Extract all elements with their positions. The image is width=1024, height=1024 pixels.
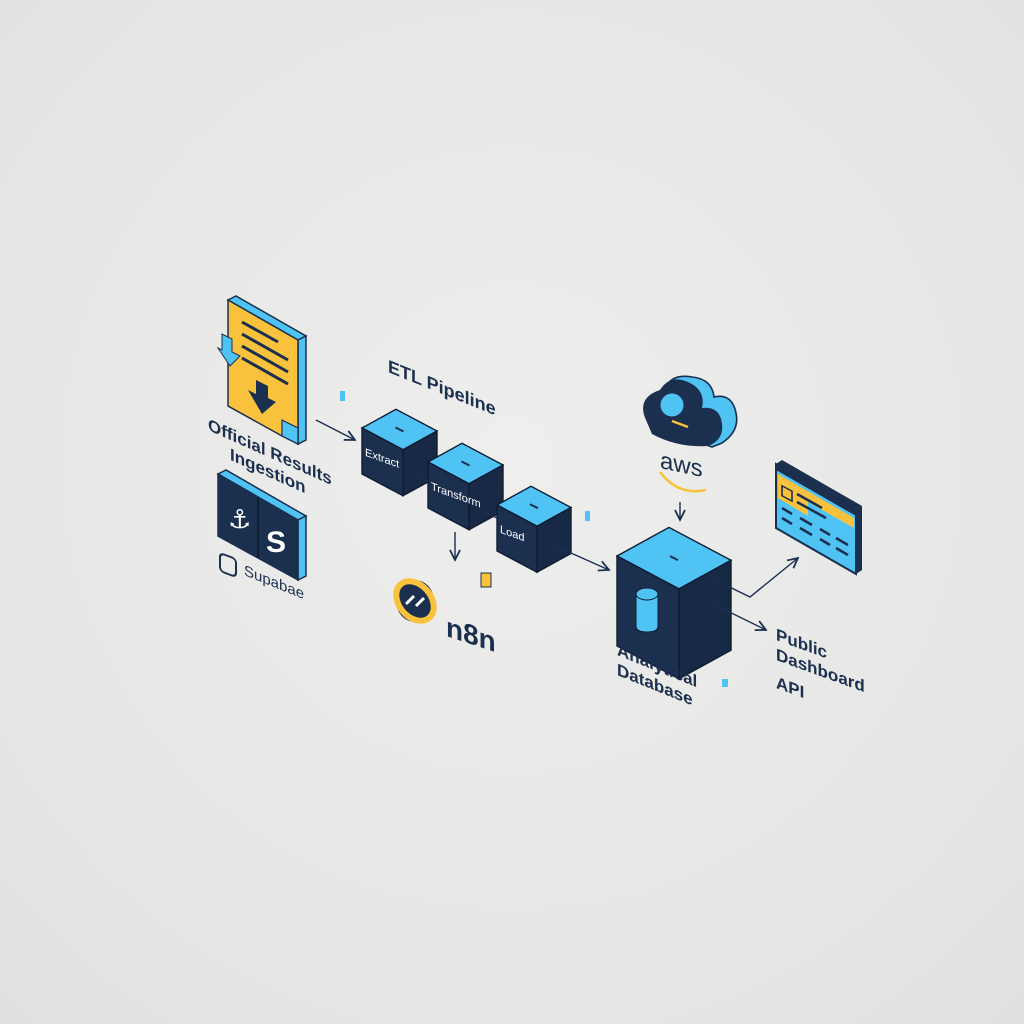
n8n-logo-icon: [393, 578, 437, 624]
arrow-source-to-extract: [315, 419, 355, 440]
connector-extract-transform: [411, 473, 429, 482]
dashboard-window-icon: [775, 460, 862, 576]
database-cube-side: [678, 559, 732, 681]
results-document-icon: [216, 295, 308, 446]
supabase-s-icon: S: [266, 526, 286, 559]
etl-pipeline-title: ETL Pipeline: [388, 356, 496, 420]
transform-cube-slot-icon: [461, 460, 470, 467]
anchor-icon: ⚓: [228, 505, 251, 535]
decor-square: [585, 511, 590, 521]
connector-transform-load: [479, 509, 498, 519]
arrow-to-api: [710, 602, 766, 630]
supabase-logo-icon: [219, 553, 237, 577]
n8n-label: n8n: [446, 612, 496, 659]
decor-square: [722, 679, 728, 687]
decor-square: [340, 391, 345, 401]
supabase-panel: ⚓ S: [216, 469, 308, 582]
extract-cube-slot-icon: [395, 426, 404, 433]
database-cylinder-icon: [635, 587, 659, 633]
aws-smile-icon: [659, 471, 707, 493]
decor-square: [480, 572, 492, 588]
database-cube-slot-icon: [669, 555, 679, 562]
arrow-load-to-database: [552, 544, 609, 570]
aws-cloud-icon: [643, 375, 738, 448]
load-cube-slot-icon: [529, 503, 539, 510]
output-label-api: API: [776, 673, 804, 703]
arrow-to-dashboard: [710, 558, 798, 598]
